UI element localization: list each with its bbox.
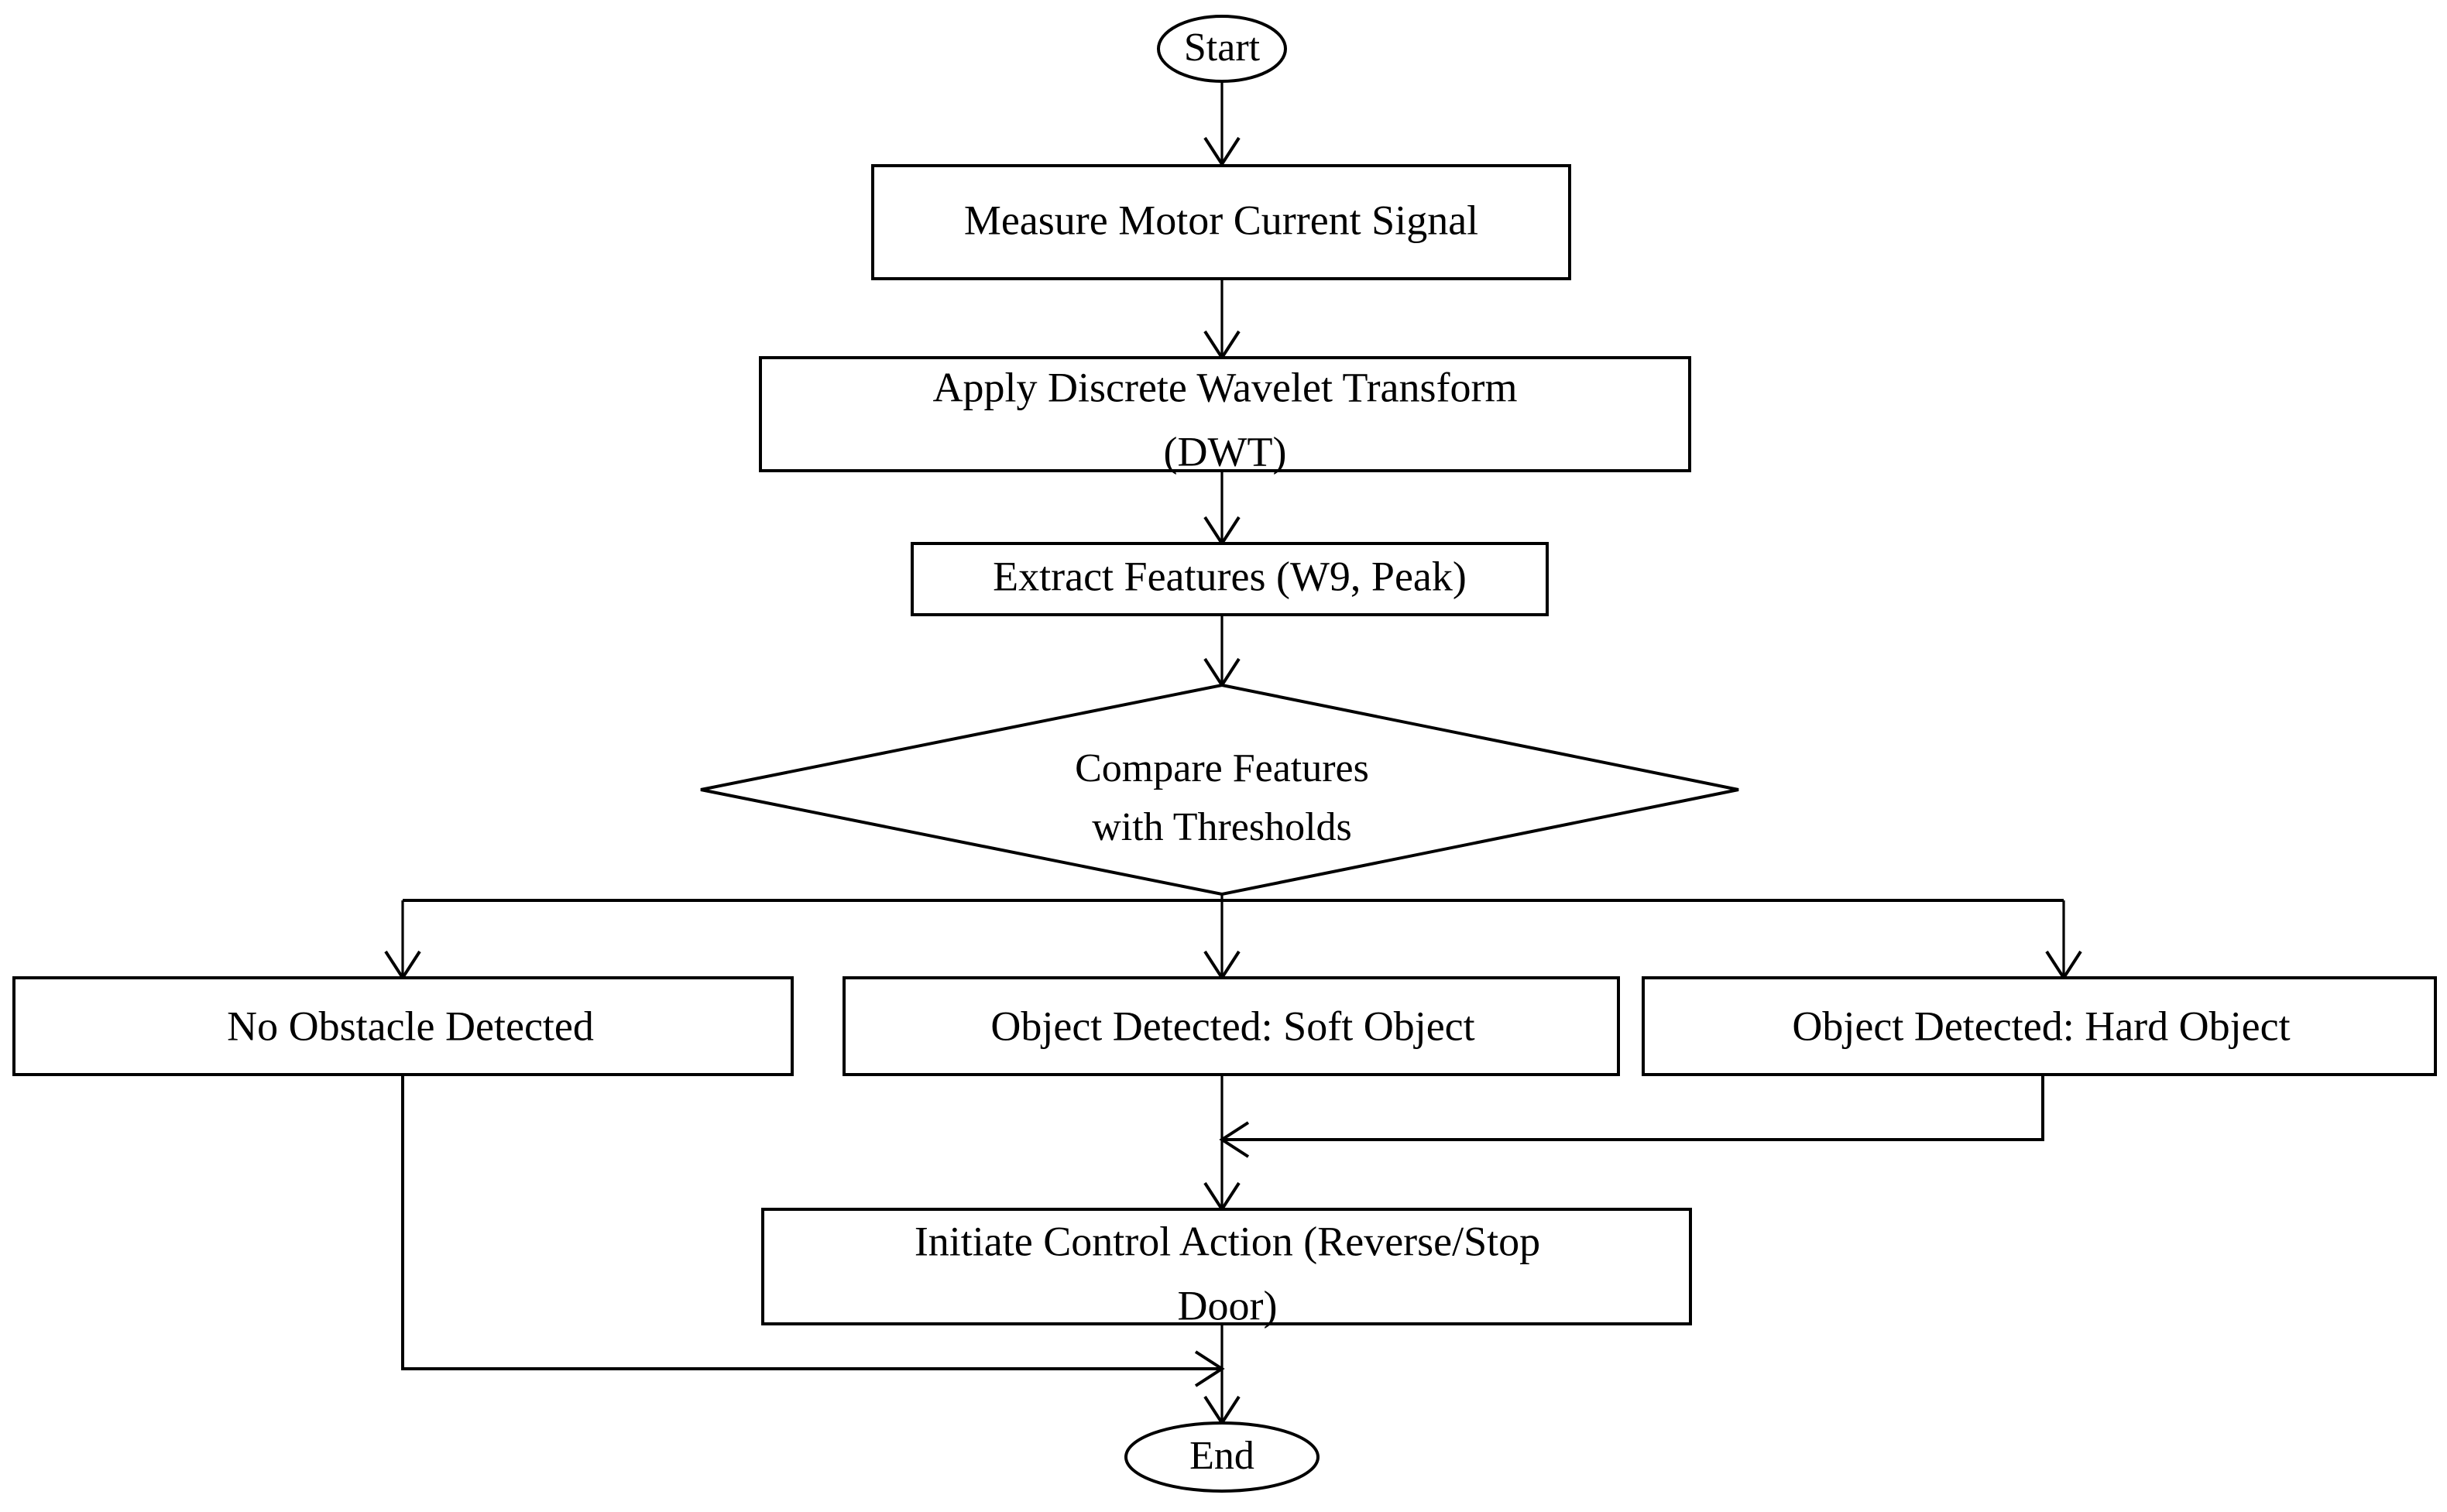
node-control-action-label-line1: Initiate Control Action (Reverse/Stop bbox=[915, 1218, 1540, 1264]
edge-extract-to-decision bbox=[1203, 615, 1241, 688]
edge-control-action-to-end bbox=[1203, 1324, 1241, 1426]
edge-measure-to-dwt bbox=[1203, 279, 1241, 361]
edge-hard-object-to-control-action bbox=[1219, 1075, 2044, 1158]
node-decision-label-line1: Compare Features bbox=[1075, 746, 1369, 790]
node-dwt-label-line1: Apply Discrete Wavelet Transform bbox=[932, 364, 1517, 410]
edge-soft-object-to-control-action bbox=[1203, 1075, 1241, 1212]
node-extract-features[interactable]: Extract Features (W9, Peak) bbox=[911, 542, 1549, 616]
node-decision-label-line2: with Thresholds bbox=[1092, 805, 1352, 849]
node-object-detected-soft-object[interactable]: Object Detected: Soft Object bbox=[843, 976, 1620, 1076]
node-compare-features-decision[interactable]: Compare Features with Thresholds bbox=[700, 683, 1739, 897]
node-end[interactable]: End bbox=[1124, 1421, 1320, 1493]
node-apply-discrete-wavelet-transform[interactable]: Apply Discrete Wavelet Transform (DWT) bbox=[759, 356, 1691, 475]
edge-no-obstacle-to-end bbox=[401, 1075, 1225, 1387]
node-no-obstacle-detected[interactable]: No Obstacle Detected bbox=[12, 976, 794, 1076]
node-end-label: End bbox=[1189, 1434, 1254, 1478]
node-start[interactable]: Start bbox=[1157, 15, 1287, 83]
edge-decision-to-no-obstacle bbox=[384, 900, 421, 981]
node-hard-object-label: Object Detected: Hard Object bbox=[1792, 1003, 2290, 1049]
node-object-detected-hard-object[interactable]: Object Detected: Hard Object bbox=[1642, 976, 2437, 1076]
edge-decision-branch-bus bbox=[403, 894, 2064, 902]
node-control-action-label-line2: Door) bbox=[1178, 1282, 1278, 1329]
node-start-label: Start bbox=[1184, 26, 1261, 70]
edge-decision-to-hard-object bbox=[2045, 900, 2082, 981]
edge-dwt-to-extract bbox=[1203, 471, 1241, 547]
node-no-obstacle-label: No Obstacle Detected bbox=[227, 1003, 594, 1049]
node-soft-object-label: Object Detected: Soft Object bbox=[990, 1003, 1474, 1049]
node-measure-motor-current-signal[interactable]: Measure Motor Current Signal bbox=[871, 164, 1571, 280]
node-dwt-label-line2: (DWT) bbox=[1164, 428, 1287, 475]
node-measure-label: Measure Motor Current Signal bbox=[964, 197, 1478, 243]
node-initiate-control-action[interactable]: Initiate Control Action (Reverse/Stop Do… bbox=[761, 1208, 1692, 1329]
edge-start-to-measure bbox=[1203, 81, 1241, 167]
node-extract-label: Extract Features (W9, Peak) bbox=[993, 553, 1467, 599]
edge-decision-to-soft-object bbox=[1203, 900, 1241, 981]
